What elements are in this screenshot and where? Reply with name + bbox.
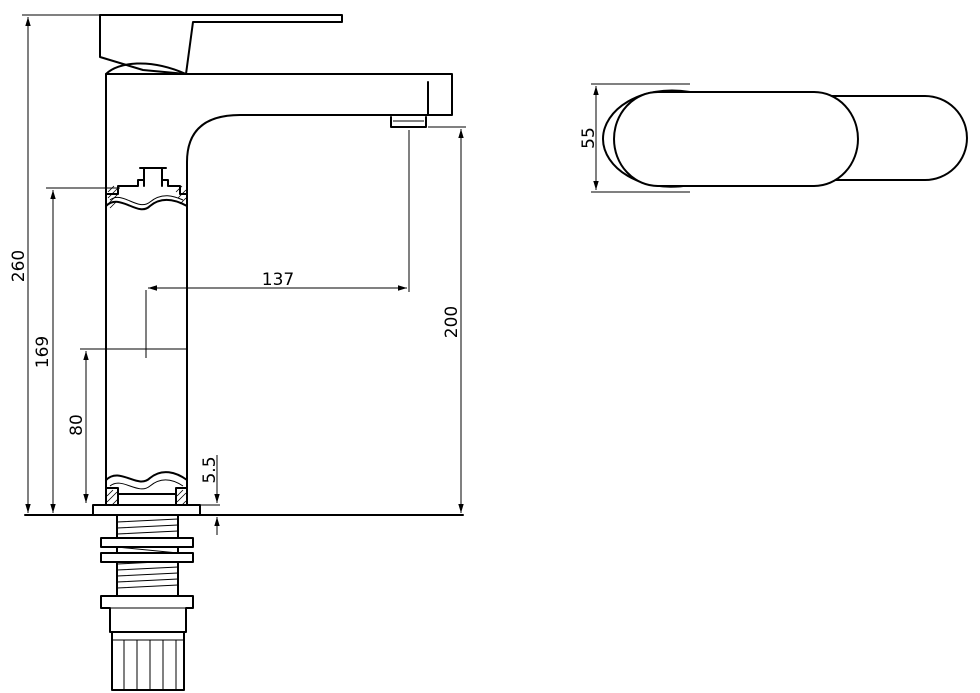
deck-plate [24,504,464,516]
body-cutaway [105,167,188,506]
dim-label-inlet-height: 169 [33,336,53,368]
dim-label-spout-reach: 137 [262,270,294,290]
dimension-total-height: 260 [9,14,100,513]
side-elevation: 260 169 80 137 200 5.5 [9,14,466,691]
dimension-handle-width: 55 [579,83,690,193]
bottom-hatch [105,487,188,506]
dim-label-deck-thickness: 5.5 [200,456,220,483]
dimension-body-height: 80 [67,348,187,503]
dimension-deck-thickness: 5.5 [200,455,220,535]
handle-plan-view: 55 [579,83,968,193]
dimension-inlet-height: 169 [33,187,120,513]
lever-handle [99,14,343,75]
dim-label-spout-clearance: 200 [442,306,462,338]
top-hatch [107,185,187,209]
faucet-body [105,73,453,506]
threaded-shank [100,514,194,691]
dim-label-body-height: 80 [67,414,87,436]
dimension-spout-reach: 137 [148,130,410,292]
dim-label-handle-width: 55 [579,127,599,149]
dim-label-total-height: 260 [9,250,29,282]
dimension-spout-clearance: 200 [428,126,466,513]
